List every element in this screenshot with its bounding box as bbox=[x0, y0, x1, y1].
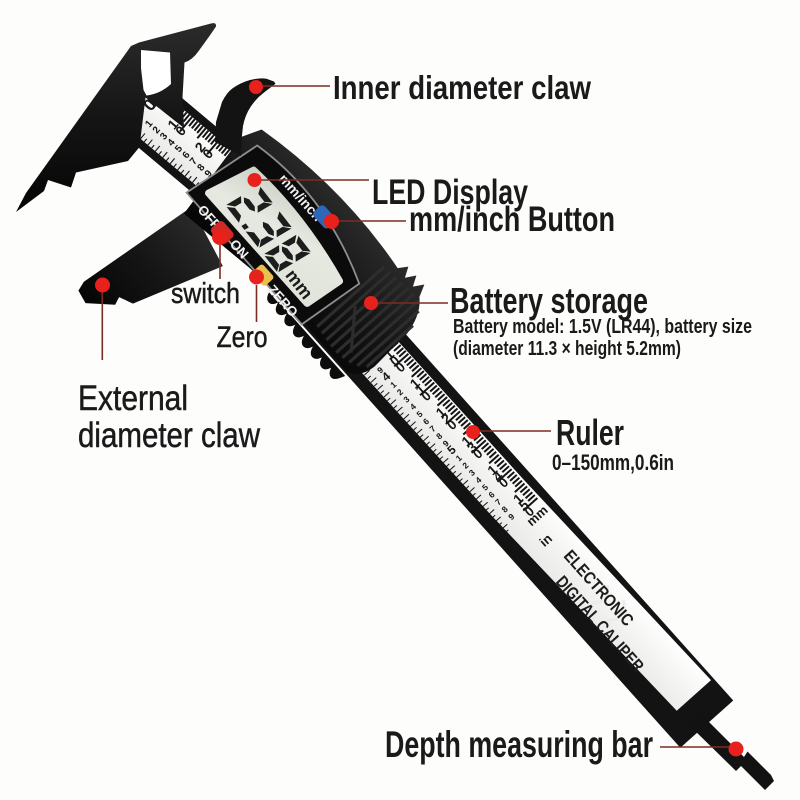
svg-text:2: 2 bbox=[395, 387, 405, 398]
svg-text:1: 1 bbox=[454, 453, 464, 464]
svg-text:switch: switch bbox=[171, 278, 240, 310]
svg-text:LED Display: LED Display bbox=[372, 173, 528, 212]
svg-text:7: 7 bbox=[493, 497, 503, 508]
svg-text:6: 6 bbox=[486, 489, 496, 500]
svg-text:2: 2 bbox=[460, 460, 470, 471]
svg-text:Ruler: Ruler bbox=[556, 412, 624, 453]
svg-text:Battery model: 1.5V (LR44), ba: Battery model: 1.5V (LR44), battery size bbox=[453, 316, 752, 338]
svg-text:diameter claw: diameter claw bbox=[78, 416, 261, 455]
svg-text:6: 6 bbox=[421, 416, 431, 427]
svg-text:7: 7 bbox=[188, 156, 200, 168]
svg-text:1: 1 bbox=[143, 118, 155, 130]
svg-text:0–150mm,0.6in: 0–150mm,0.6in bbox=[552, 450, 674, 475]
svg-text:5: 5 bbox=[173, 143, 185, 155]
svg-text:3: 3 bbox=[401, 394, 411, 405]
svg-text:7: 7 bbox=[427, 423, 437, 434]
svg-text:5: 5 bbox=[480, 482, 490, 493]
svg-text:Battery storage: Battery storage bbox=[450, 280, 648, 321]
svg-text:8: 8 bbox=[500, 504, 510, 515]
svg-text:6: 6 bbox=[181, 149, 193, 161]
svg-text:3: 3 bbox=[467, 467, 477, 478]
svg-text:Depth measuring bar: Depth measuring bar bbox=[385, 724, 653, 765]
svg-text:9: 9 bbox=[441, 438, 451, 449]
svg-text:9: 9 bbox=[375, 365, 385, 376]
svg-text:Zero: Zero bbox=[217, 321, 268, 354]
svg-text:Inner diameter claw: Inner diameter claw bbox=[333, 69, 591, 106]
svg-text:1: 1 bbox=[388, 379, 398, 390]
svg-text:5: 5 bbox=[414, 409, 424, 420]
svg-text:2: 2 bbox=[151, 124, 163, 136]
svg-text:8: 8 bbox=[195, 162, 207, 174]
svg-text:9: 9 bbox=[203, 168, 215, 180]
svg-text:4: 4 bbox=[408, 401, 418, 412]
svg-text:mm/inch Button: mm/inch Button bbox=[409, 200, 615, 239]
svg-text:9: 9 bbox=[506, 511, 516, 522]
svg-text:4: 4 bbox=[166, 137, 178, 149]
svg-text:8: 8 bbox=[434, 431, 444, 442]
svg-text:3: 3 bbox=[158, 131, 170, 143]
svg-text:External: External bbox=[78, 379, 188, 418]
svg-text:4: 4 bbox=[473, 475, 483, 486]
svg-text:(diameter 11.3 × height 5.2mm): (diameter 11.3 × height 5.2mm) bbox=[453, 338, 681, 360]
